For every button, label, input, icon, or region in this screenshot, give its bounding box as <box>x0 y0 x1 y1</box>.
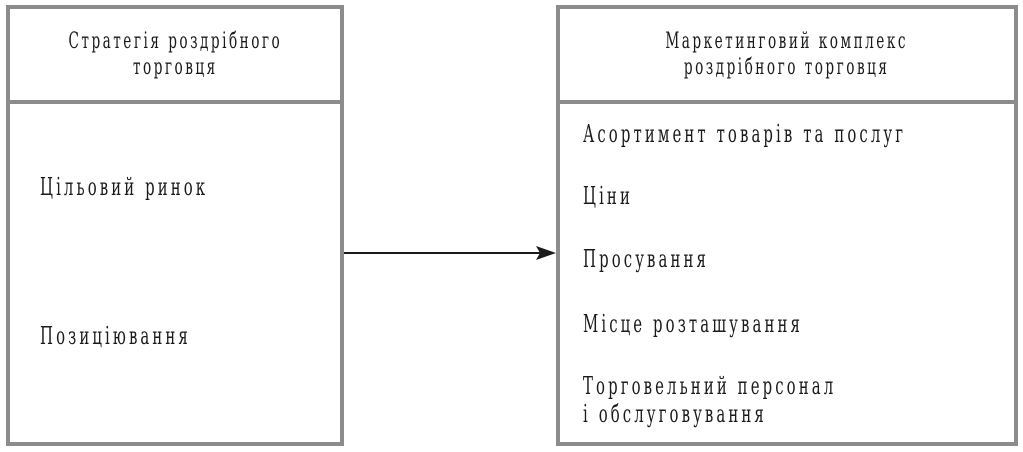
promotion-item: Просування <box>583 245 710 273</box>
retail-strategy-title: Стратегія роздрібного торговця <box>68 29 282 81</box>
prices-item: Ціни <box>583 182 633 210</box>
retail-marketing-mix-box: Маркетинговий комплекс роздрібного торго… <box>556 5 1018 446</box>
retail-strategy-title-line1: Стратегія роздрібного <box>68 28 282 54</box>
retail-strategy-header: Стратегія роздрібного торговця <box>10 9 340 104</box>
assortment-item: Асортимент товарів та послуг <box>583 120 907 148</box>
personnel-item-line1: Торговельний персонал <box>583 372 837 400</box>
location-item: Місце розташування <box>583 310 804 338</box>
arrow-head-icon <box>536 246 556 260</box>
retail-strategy-title-line2: торговця <box>132 54 218 80</box>
marketing-mix-title-line1: Маркетинговий комплекс <box>665 28 909 54</box>
personnel-item-line2: і обслуговування <box>583 400 767 428</box>
marketing-mix-header: Маркетинговий комплекс роздрібного торго… <box>560 9 1014 104</box>
positioning-item: Позиціювання <box>40 322 191 350</box>
marketing-mix-title: Маркетинговий комплекс роздрібного торго… <box>666 29 909 81</box>
marketing-mix-title-line2: роздрібного торговця <box>684 54 890 80</box>
target-market-item: Цільовий ринок <box>40 173 209 201</box>
retail-strategy-box: Стратегія роздрібного торговця Цільовий … <box>6 5 344 446</box>
